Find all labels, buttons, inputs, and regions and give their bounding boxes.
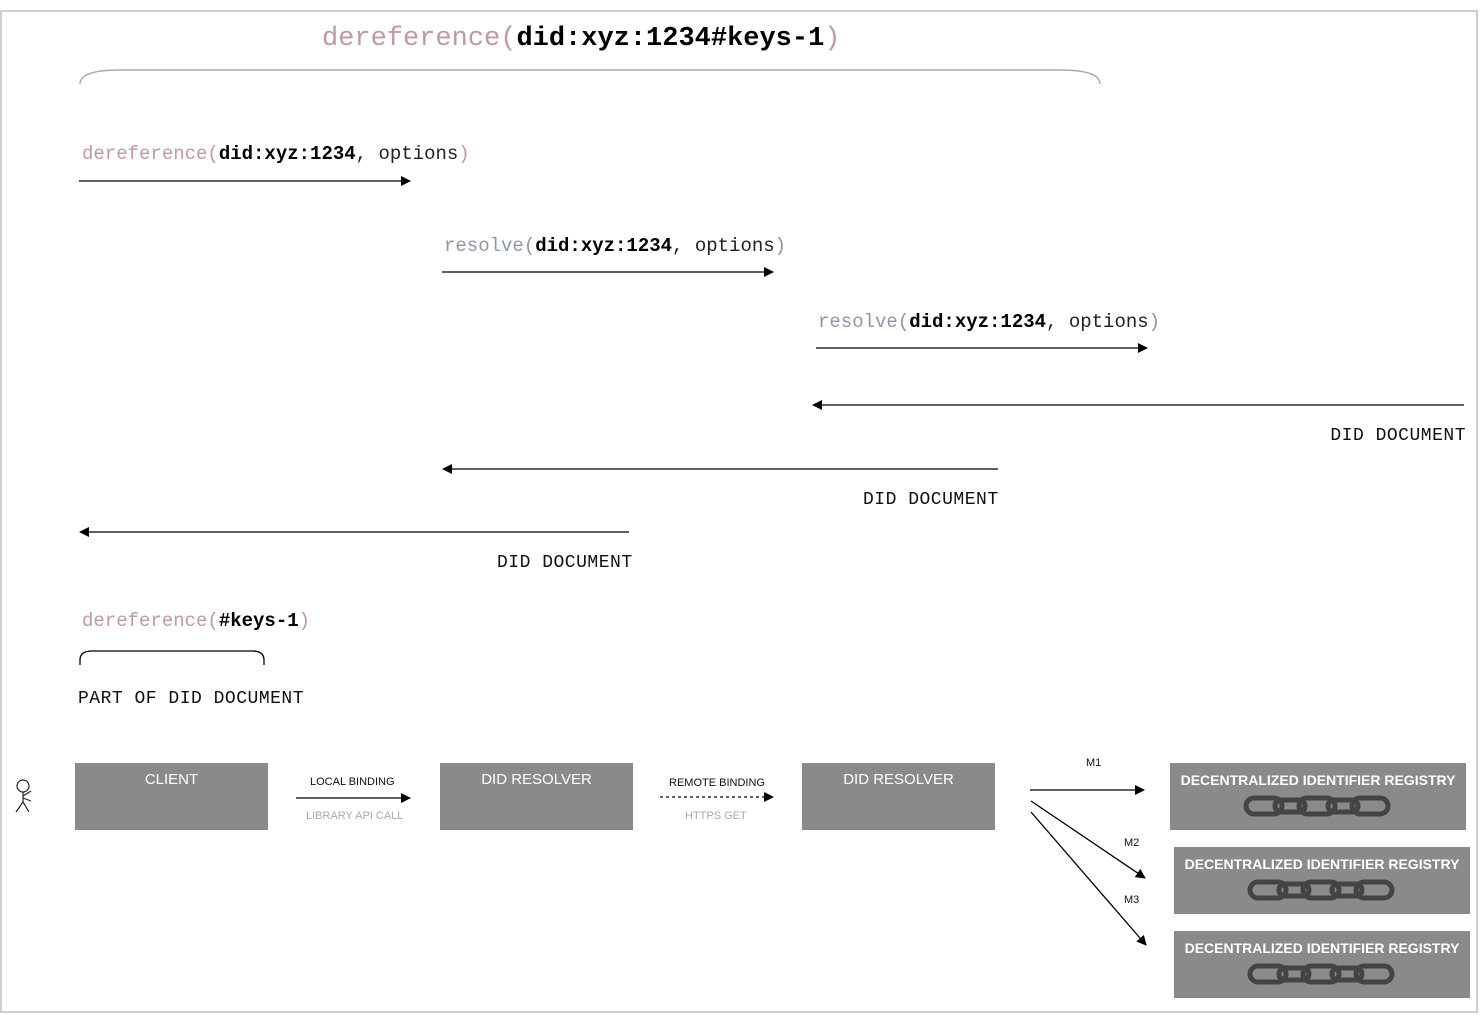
resolve-2-rest: , options bbox=[1046, 311, 1149, 333]
fragment-result-label: PART OF DID DOCUMENT bbox=[78, 689, 305, 709]
fragment-arg: #keys-1 bbox=[218, 610, 299, 632]
registry-label-2: DECENTRALIZED IDENTIFIER REGISTRY bbox=[1184, 856, 1460, 872]
client-label: CLIENT bbox=[144, 771, 199, 788]
fragment-bracket bbox=[79, 650, 265, 665]
did-resolver-local-box: DID RESOLVER bbox=[440, 763, 633, 830]
registry-label-1: DECENTRALIZED IDENTIFIER REGISTRY bbox=[1180, 772, 1456, 788]
resolve-2-fn: resolve( bbox=[818, 311, 910, 333]
return-label-1: DID DOCUMENT bbox=[1330, 426, 1466, 446]
local-binding-sub: LIBRARY API CALL bbox=[306, 810, 404, 822]
resolve-1-close: ) bbox=[774, 235, 787, 257]
top-call-fn: dereference( bbox=[322, 24, 517, 54]
resolve-1-rest: , options bbox=[672, 235, 775, 257]
chain-link-icon bbox=[1247, 879, 1395, 901]
diagram-frame bbox=[0, 10, 1478, 1013]
deref-close: ) bbox=[458, 143, 470, 165]
local-binding-label: LOCAL BINDING bbox=[310, 776, 395, 788]
resolve-1-fn: resolve( bbox=[444, 235, 536, 257]
resolve-1-arg: did:xyz:1234 bbox=[535, 235, 673, 257]
resolve-call-2: resolve(did:xyz:1234, options) bbox=[818, 311, 1160, 333]
fragment-close: ) bbox=[298, 610, 311, 632]
registry-label-3: DECENTRALIZED IDENTIFIER REGISTRY bbox=[1184, 940, 1460, 956]
client-box: CLIENT bbox=[75, 763, 268, 830]
resolve-call-1: resolve(did:xyz:1234, options) bbox=[444, 235, 786, 257]
method-label-m1: M1 bbox=[1086, 757, 1102, 769]
top-call-close: ) bbox=[824, 24, 841, 54]
did-resolver-remote-box: DID RESOLVER bbox=[802, 763, 995, 830]
chain-link-icon bbox=[1243, 795, 1391, 817]
arrow-method-m2 bbox=[1030, 800, 1146, 879]
registry-box-2: DECENTRALIZED IDENTIFIER REGISTRY bbox=[1174, 847, 1470, 914]
arrow-method-m3 bbox=[1030, 811, 1147, 946]
top-call-arg: did:xyz:1234#keys-1 bbox=[516, 24, 825, 54]
resolve-2-arg: did:xyz:1234 bbox=[909, 311, 1047, 333]
deref-fn: dereference( bbox=[82, 143, 219, 165]
chain-link-icon bbox=[1247, 963, 1395, 985]
registry-box-1: DECENTRALIZED IDENTIFIER REGISTRY bbox=[1170, 763, 1466, 830]
remote-binding-sub: HTTPS GET bbox=[685, 810, 747, 822]
did-resolver-remote-label: DID RESOLVER bbox=[843, 771, 954, 788]
top-brace bbox=[79, 69, 1101, 85]
deref-arg: did:xyz:1234 bbox=[218, 143, 356, 165]
resolve-2-close: ) bbox=[1148, 311, 1161, 333]
top-dereference-call: dereference(did:xyz:1234#keys-1) bbox=[322, 24, 841, 54]
return-label-2: DID DOCUMENT bbox=[863, 490, 999, 510]
registry-box-3: DECENTRALIZED IDENTIFIER REGISTRY bbox=[1174, 931, 1470, 998]
method-label-m3: M3 bbox=[1124, 894, 1140, 906]
dereference-call: dereference(did:xyz:1234, options) bbox=[82, 143, 470, 165]
method-label-m2: M2 bbox=[1124, 837, 1140, 849]
stick-figure-icon bbox=[15, 779, 32, 813]
did-resolver-local-label: DID RESOLVER bbox=[481, 771, 592, 788]
fragment-dereference-call: dereference(#keys-1) bbox=[82, 610, 310, 632]
remote-binding-label: REMOTE BINDING bbox=[669, 777, 765, 789]
fragment-fn: dereference( bbox=[82, 610, 219, 632]
return-label-3: DID DOCUMENT bbox=[497, 553, 633, 573]
deref-rest: , options bbox=[355, 143, 459, 165]
